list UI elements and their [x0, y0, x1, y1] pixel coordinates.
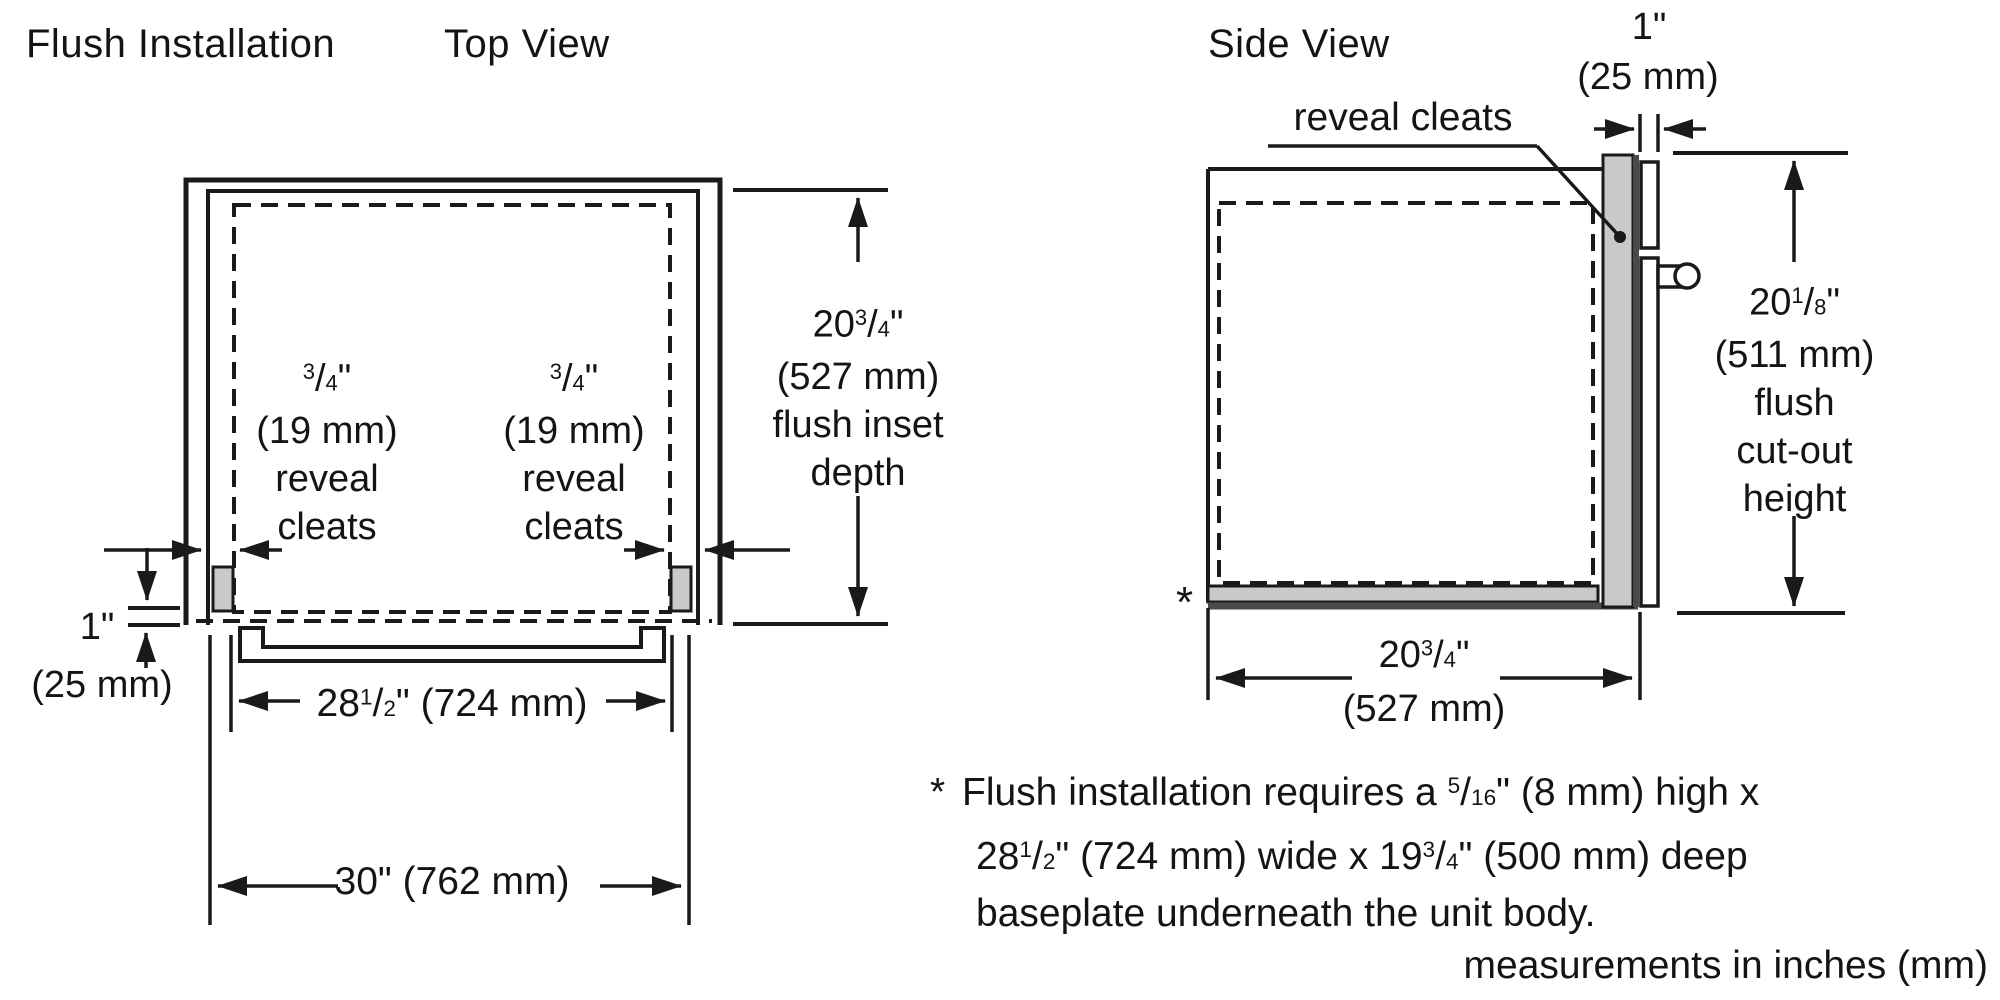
reveal-cleat-left	[211, 565, 235, 613]
cutout-width-label: 281/2" (724 mm)	[316, 682, 588, 725]
inset-depth-value: 203/4"	[812, 303, 904, 346]
callout-leader	[1535, 144, 1622, 239]
opening-width-label: 30" (762 mm)	[334, 860, 570, 903]
cleat-label-left-mm: (19 mm)	[256, 410, 398, 453]
cleat-label-left: 3/4" (19 mm) reveal cleats	[217, 348, 437, 551]
cutout-height-value: 201/8"	[1749, 281, 1840, 324]
cabinet-outer-wall	[183, 177, 723, 625]
inset-depth-caption1: flush inset	[772, 404, 944, 447]
cabinet-inner-wall	[206, 189, 700, 625]
footnote-line3: baseplate underneath the unit body.	[976, 891, 1596, 935]
reveal-cleats-callout: reveal cleats	[1293, 96, 1513, 139]
side-reveal-cleat-bar	[1601, 153, 1635, 609]
cutout-height-caption2: cut-out	[1736, 430, 1853, 473]
units-note: measurements in inches (mm)	[1463, 944, 1988, 987]
cutout-height-label: 201/8" (511 mm) flush cut-out height	[1672, 272, 1917, 523]
callout-leader-dot	[1614, 231, 1626, 243]
side-view-title: Side View	[1208, 22, 1390, 66]
reveal-cleat-right	[669, 565, 693, 613]
footnote: *Flush installation requires a 5/16" (8 …	[930, 760, 1759, 940]
door-handle-knob	[1673, 262, 1701, 290]
cleat-label-left-fraction: 3/4"	[302, 357, 352, 400]
reveal-dim-mm-label: (25 mm)	[31, 664, 173, 706]
side-view-drawing	[1206, 114, 1848, 700]
oven-door-profile	[238, 626, 666, 663]
depth-dim-mm: (527 mm)	[1342, 688, 1506, 730]
inset-depth-caption2: depth	[810, 452, 906, 495]
baseplate-asterisk: *	[1176, 578, 1194, 627]
cleat-label-right-fraction: 3/4"	[549, 357, 599, 400]
cleat-label-right-word1: reveal	[522, 458, 626, 501]
footnote-line2: 281/2" (724 mm) wide x 193/4" (500 mm) d…	[976, 834, 1748, 878]
cleat-label-left-word2: cleats	[277, 506, 377, 549]
cleat-label-right-mm: (19 mm)	[503, 410, 645, 453]
cleat-label-right-word2: cleats	[524, 506, 624, 549]
reveal-dim-inch-label: 1"	[79, 606, 115, 648]
page-heading: Flush Installation	[26, 22, 336, 66]
side-unit-dashed-outline	[1217, 201, 1595, 585]
depth-dim-value: 203/4"	[1378, 634, 1470, 676]
footnote-asterisk: *	[930, 770, 946, 814]
cutout-height-caption3: height	[1742, 478, 1847, 521]
side-cleat-shadow-edge	[1633, 155, 1639, 607]
cutout-dashed-outline	[232, 203, 672, 614]
cutout-height-caption1: flush	[1754, 382, 1835, 425]
cleat-label-left-word1: reveal	[275, 458, 379, 501]
inset-depth-label: 203/4" (527 mm) flush inset depth	[738, 294, 978, 497]
top-view-title: Top View	[444, 22, 610, 66]
door-dim-inch-label: 1"	[1631, 6, 1667, 48]
door-dim-mm-label: (25 mm)	[1577, 56, 1719, 98]
footnote-line1: *Flush installation requires a 5/16" (8 …	[930, 760, 1759, 824]
side-door-panel-top	[1639, 160, 1660, 250]
cleat-label-right: 3/4" (19 mm) reveal cleats	[464, 348, 684, 551]
inset-depth-mm: (527 mm)	[776, 356, 940, 399]
top-view-drawing	[104, 177, 888, 925]
side-door-panel	[1639, 256, 1660, 608]
cutout-height-mm: (511 mm)	[1714, 334, 1875, 377]
baseplate	[1206, 584, 1600, 604]
